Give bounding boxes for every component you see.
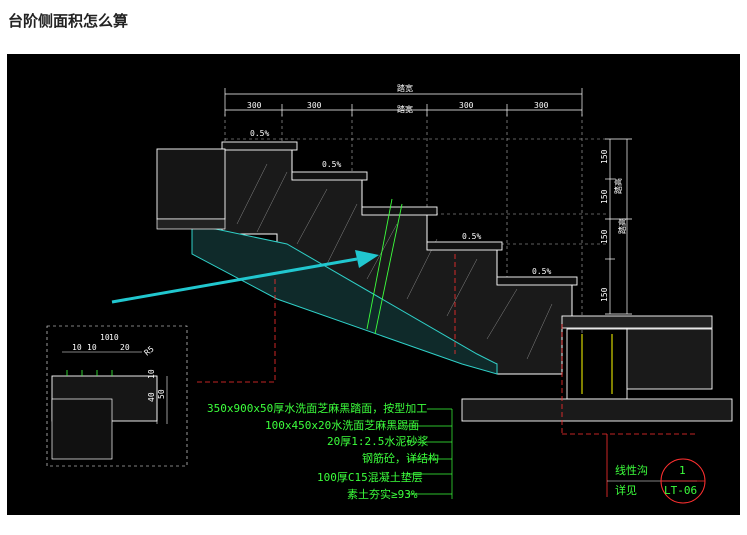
detail-dim-1: 10 [72, 343, 82, 352]
riser-height-4: 150 [600, 287, 609, 302]
riser-label-lower: 踏高 [617, 218, 627, 234]
dim-top: 踏宽 [397, 83, 413, 93]
detail-dim-7: 50 [157, 389, 166, 399]
tread-width-4: 300 [534, 101, 549, 110]
tread-detail [46, 325, 188, 467]
red-dashed-lines [197, 254, 697, 435]
hatch-lines [236, 163, 553, 360]
tread-width-3: 300 [459, 101, 474, 110]
stair-section-drawing: 踏宽 踏宽 300 300 300 300 150 150 150 150 踏高… [46, 83, 733, 504]
bottom-landing [461, 315, 733, 422]
detail-dim-2: 10 [87, 343, 97, 352]
top-dimension [224, 88, 583, 116]
dim-mid: 踏宽 [397, 104, 413, 114]
right-dimension [605, 138, 632, 315]
note-4: 钢筋砼，详结构 [362, 451, 439, 465]
note-2: 100x450x20水洗面芝麻黑踢面 [265, 418, 419, 432]
callout-number: 1 [679, 464, 686, 477]
callout-text-1: 线性沟 [615, 463, 648, 477]
callout-bubble [606, 434, 706, 504]
callout-reference: LT-06 [664, 484, 697, 497]
riser-label-upper: 踏高 [613, 178, 623, 194]
detail-dim-5: 20 [120, 343, 130, 352]
slope-label-3: 0.5% [462, 232, 481, 241]
note-leaders [407, 408, 453, 499]
callout-text-2: 详见 [615, 483, 637, 497]
cad-drawing: 踏宽 踏宽 300 300 300 300 150 150 150 150 踏高… [7, 54, 740, 515]
detail-dim-4: 10 [109, 333, 119, 342]
slope-label-4: 0.5% [532, 267, 551, 276]
page-title: 台阶侧面积怎么算 [8, 12, 129, 30]
section-cut-marks [366, 198, 403, 335]
note-1: 350x900x50厚水洗面芝麻黑踏面，按型加工 [207, 401, 427, 415]
note-3: 20厚1:2.5水泥砂浆 [327, 434, 428, 448]
detail-dim-6: 40 [147, 392, 156, 402]
riser-height-1: 150 [600, 149, 609, 164]
tread-width-2: 300 [307, 101, 322, 110]
slope-label-1: 0.5% [250, 129, 269, 138]
note-6: 素土夯实≥93% [347, 487, 418, 501]
tread-width-1: 300 [247, 101, 262, 110]
riser-height-3: 150 [600, 229, 609, 244]
pointer-arrow [111, 250, 379, 304]
top-landing [156, 148, 226, 230]
detail-dim-3: 10 [100, 333, 110, 342]
note-5: 100厚C15混凝土垫层 [317, 470, 423, 484]
detail-dim-8: R5 [143, 344, 156, 357]
stair-concrete [191, 148, 573, 375]
detail-dim-9: 10 [147, 369, 156, 379]
slope-label-2: 0.5% [322, 160, 341, 169]
riser-height-2: 150 [600, 189, 609, 204]
